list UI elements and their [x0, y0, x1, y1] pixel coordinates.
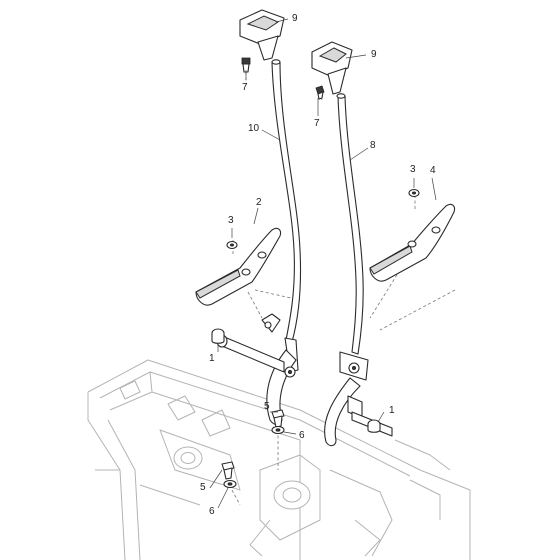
right-knob — [311, 41, 353, 95]
callout-3-right: 3 — [410, 164, 416, 175]
callout-6-left: 6 — [209, 506, 215, 517]
callout-labels: 9 9 7 7 10 8 3 4 3 2 1 1 5 6 5 6 — [200, 13, 436, 517]
callout-9-right: 9 — [371, 49, 377, 60]
callout-6-right: 6 — [299, 430, 305, 441]
bolt-right — [271, 409, 285, 435]
screw-upper-left — [241, 57, 251, 73]
left-knob — [239, 9, 285, 61]
callout-7-right: 7 — [314, 118, 320, 129]
callout-4: 4 — [430, 165, 436, 176]
callout-1-right: 1 — [389, 405, 395, 416]
left-pivot-pin — [211, 313, 285, 373]
right-pivot-pin — [367, 419, 381, 433]
callout-9-left: 9 — [292, 13, 298, 24]
chassis-frame — [87, 359, 471, 560]
callout-2: 2 — [256, 197, 262, 208]
screw-upper-right — [315, 85, 325, 100]
right-foot-pedal — [369, 203, 456, 282]
left-foot-pedal — [195, 227, 282, 306]
callout-1-left: 1 — [209, 353, 215, 364]
washer-left — [226, 240, 238, 250]
callout-5-right: 5 — [264, 401, 270, 412]
callout-5-left: 5 — [200, 482, 206, 493]
washer-right — [408, 188, 420, 198]
callout-7-left: 7 — [242, 82, 248, 93]
callout-3-left: 3 — [228, 215, 234, 226]
bolt-left — [221, 461, 237, 489]
leader-lines — [209, 18, 437, 509]
callout-10: 10 — [248, 123, 260, 134]
callout-8: 8 — [370, 140, 376, 151]
